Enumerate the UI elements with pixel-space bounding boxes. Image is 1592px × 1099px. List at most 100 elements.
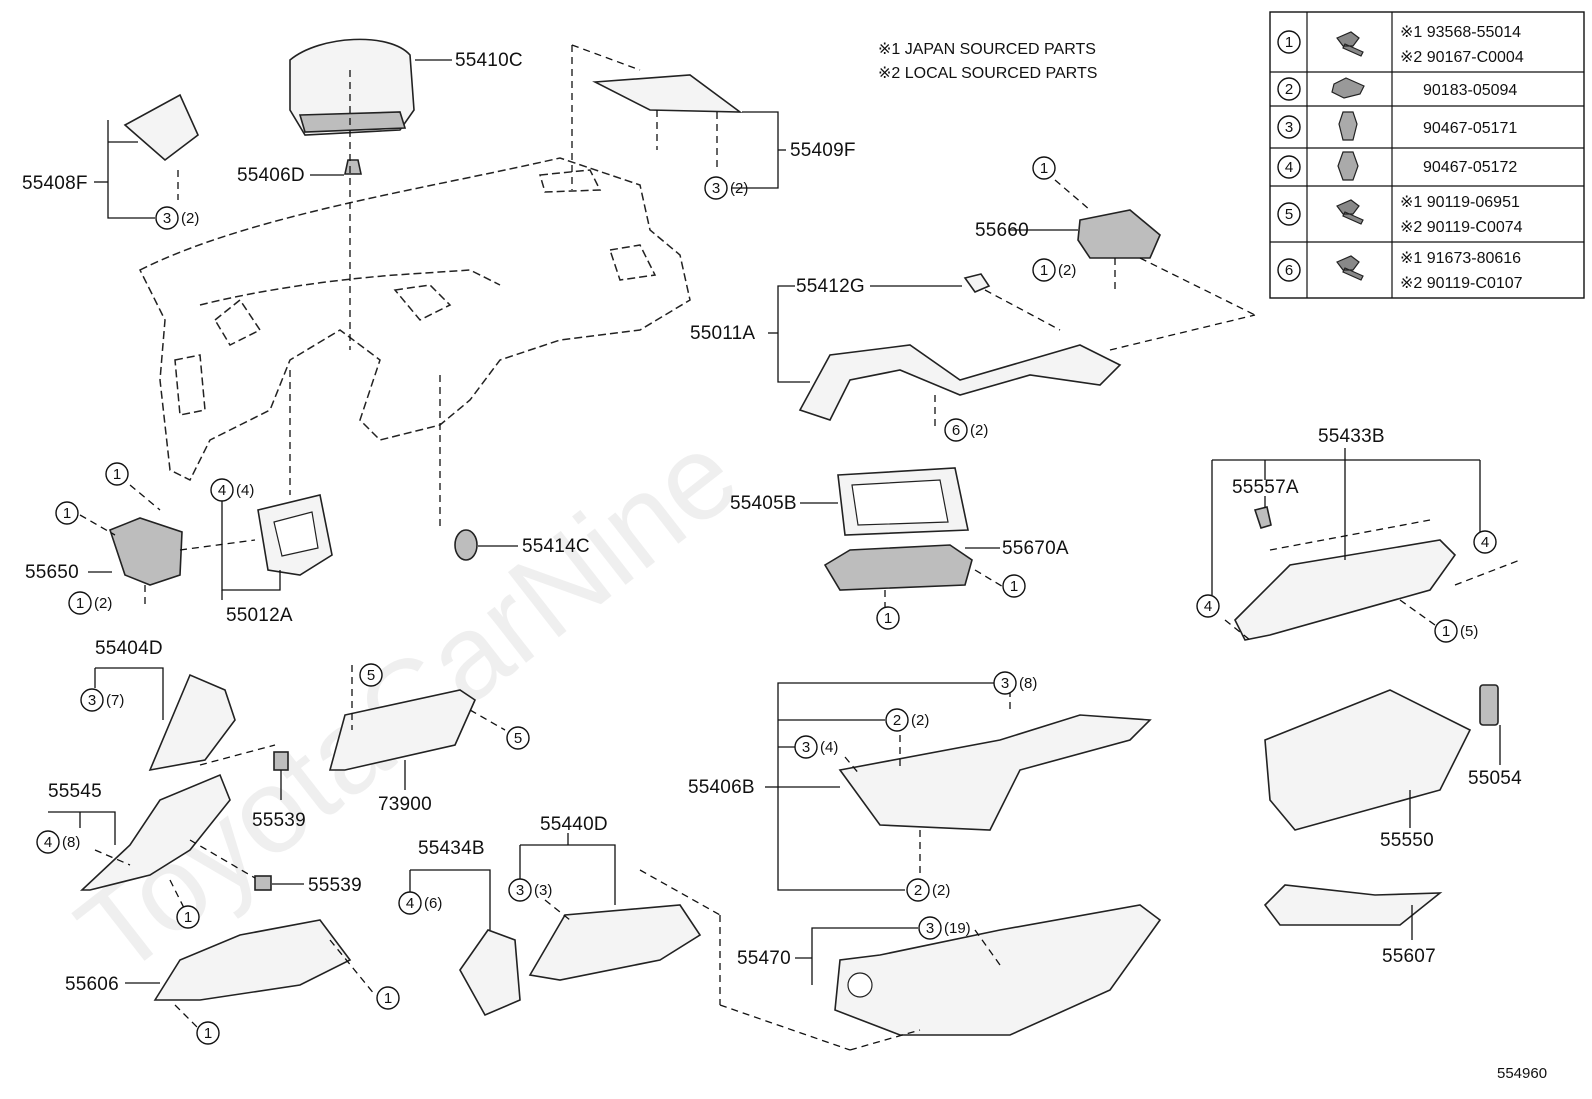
- fastener-row-6[interactable]: 6 ※1 91673-80616 ※2 90119-C0107: [1277, 250, 1523, 292]
- callout-c9[interactable]: 1: [1002, 574, 1026, 598]
- svg-text:3: 3: [712, 180, 720, 197]
- label-55557A[interactable]: 55557A: [1232, 477, 1299, 498]
- label-55011A[interactable]: 55011A: [690, 323, 755, 344]
- callout-c17[interactable]: 5: [359, 663, 383, 687]
- label-73900[interactable]: 73900: [378, 794, 432, 815]
- label-55660[interactable]: 55660: [975, 220, 1029, 241]
- callout-c16[interactable]: 3(7): [80, 688, 124, 712]
- label-55406D[interactable]: 55406D: [237, 165, 305, 186]
- callout-c12[interactable]: 1(5): [1434, 619, 1478, 643]
- callout-c27[interactable]: 1: [376, 986, 400, 1010]
- svg-text:(2): (2): [181, 210, 199, 227]
- part-55539-switch-upper[interactable]: [273, 751, 289, 771]
- callout-c23[interactable]: 1: [176, 905, 200, 929]
- part-55557A-clip[interactable]: [1253, 506, 1272, 529]
- label-55650[interactable]: 55650: [25, 562, 79, 583]
- svg-text:(2): (2): [911, 712, 929, 729]
- label-55409F[interactable]: 55409F: [790, 140, 856, 161]
- label-55539-lower[interactable]: 55539: [308, 875, 362, 896]
- callout-c14[interactable]: 4: [1196, 594, 1220, 618]
- label-55470[interactable]: 55470: [737, 948, 791, 969]
- callout-c10[interactable]: 1(2): [68, 591, 112, 615]
- label-55012A[interactable]: 55012A: [226, 605, 293, 626]
- part-55670A-vent[interactable]: [823, 544, 973, 591]
- svg-text:4: 4: [1481, 534, 1489, 551]
- callout-c22[interactable]: 4(8): [36, 830, 80, 854]
- label-55606[interactable]: 55606: [65, 974, 119, 995]
- label-55412G[interactable]: 55412G: [796, 276, 865, 297]
- part-55545-panel[interactable]: [79, 773, 231, 891]
- part-55410C-meter-hood[interactable]: [289, 38, 415, 136]
- part-55539-switch-lower[interactable]: [254, 875, 272, 891]
- part-55405B-frame[interactable]: [837, 467, 969, 536]
- part-55550-glovebox[interactable]: [1264, 689, 1472, 831]
- callout-c28[interactable]: 1: [196, 1021, 220, 1045]
- callout-c6[interactable]: 1: [105, 462, 129, 486]
- part-73900-panel[interactable]: [328, 689, 477, 771]
- svg-text:1: 1: [113, 466, 121, 483]
- callout-c5[interactable]: 6(2): [944, 418, 988, 442]
- callout-c13[interactable]: 4: [1473, 530, 1497, 554]
- callout-c29[interactable]: 3(19): [918, 916, 971, 940]
- part-55650-vent[interactable]: [109, 517, 183, 586]
- fastener-row-3[interactable]: 3 90467-05171: [1277, 111, 1517, 141]
- label-55433B[interactable]: 55433B: [1318, 426, 1385, 447]
- part-55404D-panel[interactable]: [148, 673, 236, 772]
- label-55607[interactable]: 55607: [1382, 946, 1436, 967]
- push-clip-icon: [1337, 151, 1359, 181]
- callout-c7[interactable]: 1: [55, 501, 79, 525]
- callout-c20[interactable]: 2(2): [885, 708, 929, 732]
- part-55414C-switch[interactable]: [454, 529, 478, 561]
- label-55406B[interactable]: 55406B: [688, 777, 755, 798]
- label-55404D[interactable]: 55404D: [95, 638, 163, 659]
- callout-c1[interactable]: 3(2): [155, 206, 199, 230]
- label-55434B[interactable]: 55434B: [418, 838, 485, 859]
- label-55550[interactable]: 55550: [1380, 830, 1434, 851]
- fastener-row-4[interactable]: 4 90467-05172: [1277, 151, 1517, 181]
- fastener-callouts: 3(2) 3(2) 1 1(2) 6(2) 1 1 4(4) 1 1(2) 1 …: [36, 156, 1497, 1045]
- part-55440D-panel[interactable]: [528, 904, 702, 981]
- callout-c4[interactable]: 1 (2): [1032, 258, 1076, 282]
- label-55414C[interactable]: 55414C: [522, 536, 590, 557]
- callout-c18[interactable]: 5: [506, 726, 530, 750]
- part-55406B-panel[interactable]: [838, 714, 1152, 831]
- part-55470-panel[interactable]: [834, 904, 1162, 1036]
- label-55440D[interactable]: 55440D: [540, 814, 608, 835]
- fastener-ref: 2: [1285, 81, 1293, 98]
- svg-text:(3): (3): [534, 882, 552, 899]
- label-55408F[interactable]: 55408F: [22, 173, 88, 194]
- fastener-part-number: 90467-05171: [1423, 120, 1517, 137]
- part-55409F-cover[interactable]: [592, 74, 743, 113]
- label-55670A[interactable]: 55670A: [1002, 538, 1069, 559]
- svg-text:1: 1: [204, 1025, 212, 1042]
- fastener-row-2[interactable]: 2 90183-05094: [1277, 77, 1517, 101]
- callout-c8[interactable]: 4(4): [210, 478, 254, 502]
- part-55434B-panel[interactable]: [459, 929, 521, 1017]
- callout-c3[interactable]: 1: [1032, 156, 1056, 180]
- label-55539-upper[interactable]: 55539: [252, 810, 306, 831]
- fastener-row-1[interactable]: 1 ※1 93568-55014 ※2 90167-C0004: [1277, 24, 1524, 66]
- callout-c26[interactable]: 2(2): [906, 878, 950, 902]
- label-55054[interactable]: 55054: [1468, 768, 1522, 789]
- part-55408F-cover[interactable]: [123, 93, 199, 162]
- part-55660-vent[interactable]: [1077, 209, 1161, 259]
- label-55545[interactable]: 55545: [48, 781, 102, 802]
- fastener-row-5[interactable]: 5 ※1 90119-06951 ※2 90119-C0074: [1277, 194, 1523, 236]
- part-55012A-bezel[interactable]: [257, 494, 333, 576]
- part-55412G-clip[interactable]: [963, 273, 991, 293]
- callout-c24[interactable]: 4(6): [398, 891, 442, 915]
- part-55406D-clip[interactable]: [344, 159, 362, 175]
- part-55011A-panel[interactable]: [798, 344, 1122, 421]
- label-55405B[interactable]: 55405B: [730, 493, 797, 514]
- callout-c2[interactable]: 3(2): [704, 176, 748, 200]
- part-55606-panel[interactable]: [153, 919, 352, 1001]
- callout-c11[interactable]: 1: [876, 606, 900, 630]
- part-55607-box[interactable]: [1263, 884, 1443, 926]
- callout-c25[interactable]: 3(3): [508, 878, 552, 902]
- callout-c21[interactable]: 3(4): [794, 735, 838, 759]
- label-55410C[interactable]: 55410C: [455, 50, 523, 71]
- callout-c19[interactable]: 3(8): [993, 671, 1037, 695]
- svg-text:1: 1: [1040, 262, 1048, 279]
- part-55054-damper[interactable]: [1479, 684, 1499, 726]
- svg-text:(2): (2): [1058, 262, 1076, 279]
